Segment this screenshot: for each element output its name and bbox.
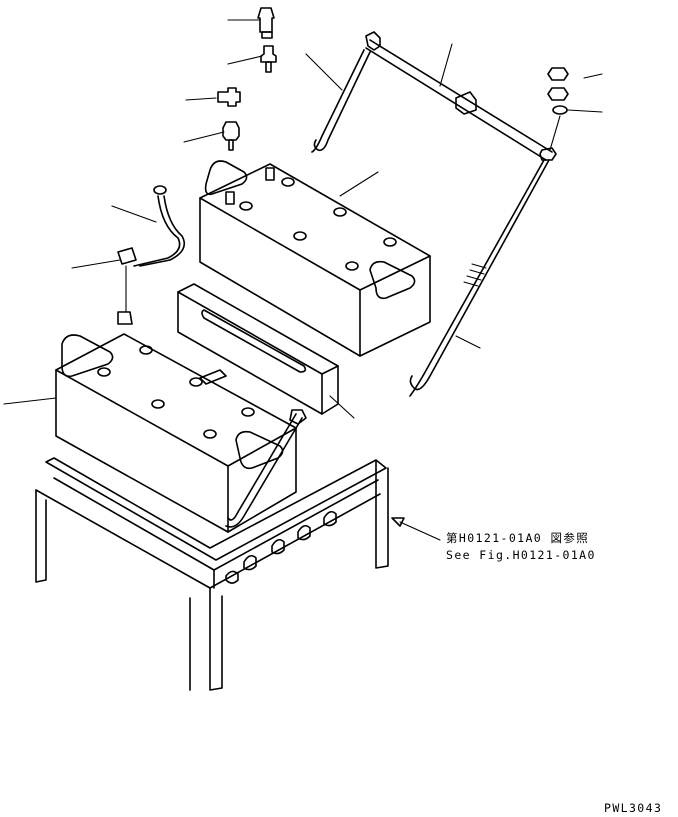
terminal-nut-part xyxy=(222,121,240,151)
terminal-cap-part xyxy=(257,7,275,39)
reference-arrow xyxy=(391,517,441,541)
leader-lines xyxy=(3,19,603,419)
battery-lower xyxy=(55,333,297,533)
terminal-bolt-part xyxy=(260,45,277,73)
battery-cable xyxy=(117,185,186,325)
battery-stand xyxy=(35,457,389,691)
hook-rod-long xyxy=(409,159,550,397)
nut-washer-parts xyxy=(547,67,569,151)
reference-note-en: See Fig.H0121-01A0 xyxy=(446,548,596,562)
terminal-clamp-part xyxy=(217,87,241,107)
battery-upper xyxy=(199,160,431,357)
spacer-block xyxy=(177,283,339,415)
reference-note-jp: 第H0121-01A0 図参照 xyxy=(446,531,589,545)
hook-rod-lower xyxy=(225,409,307,528)
hold-down-bar xyxy=(365,31,557,161)
hook-rod-left xyxy=(311,49,371,153)
drawing-code: PWL3043 xyxy=(604,801,662,815)
